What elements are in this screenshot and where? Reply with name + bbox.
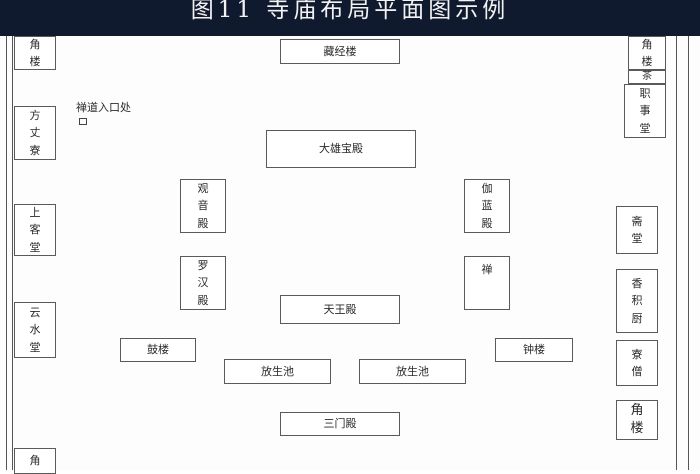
monks-quarters: 寮僧 <box>616 340 658 386</box>
right-outer-wall <box>688 36 689 470</box>
corner-tower-bottom-left: 角 <box>14 448 56 474</box>
title-bar: 图11 寺庙布局平面图示例 <box>0 0 700 36</box>
corner-tower-top-right: 角楼 <box>628 36 666 70</box>
arhat-hall: 罗汉殿 <box>180 256 226 310</box>
main-hall: 大雄宝殿 <box>266 130 416 168</box>
corner-tower-top-left: 角楼 <box>14 36 56 70</box>
administration-hall: 职事堂 <box>624 84 666 138</box>
wandering-monks-hall: 云水堂 <box>14 302 56 358</box>
dining-hall: 斋堂 <box>616 206 658 254</box>
meditation-hall: 禅 <box>464 256 510 310</box>
guanyin-hall: 观音殿 <box>180 179 226 233</box>
bell-tower: 钟楼 <box>495 338 573 362</box>
abbot-quarters: 方丈寮 <box>14 106 56 160</box>
drum-tower: 鼓楼 <box>120 338 196 362</box>
release-pond-right: 放生池 <box>359 359 466 384</box>
mountain-gate-hall: 三门殿 <box>280 412 400 436</box>
release-pond-left: 放生池 <box>224 359 331 384</box>
kitchen: 香积厨 <box>616 269 658 333</box>
guest-hall: 上客堂 <box>14 204 56 256</box>
sangharama-hall: 伽蓝殿 <box>464 179 510 233</box>
entrance-marker <box>79 118 87 125</box>
sutra-library: 藏经楼 <box>280 39 400 64</box>
left-outer-wall <box>6 36 7 470</box>
figure-title: 图11 寺庙布局平面图示例 <box>190 0 510 23</box>
chan-path-entrance-note: 禅道入口处 <box>76 101 131 114</box>
right-inner-wall <box>676 36 677 470</box>
heavenly-kings-hall: 天王殿 <box>280 295 400 324</box>
tea-room: 茶 <box>628 70 666 84</box>
corner-tower-bottom-right: 角楼 <box>616 400 658 440</box>
floor-plan: 角楼 方丈寮 上客堂 云水堂 角 禅道入口处 藏经楼 大雄宝殿 观音殿 伽蓝殿 … <box>0 36 700 474</box>
left-inner-wall <box>12 36 13 470</box>
